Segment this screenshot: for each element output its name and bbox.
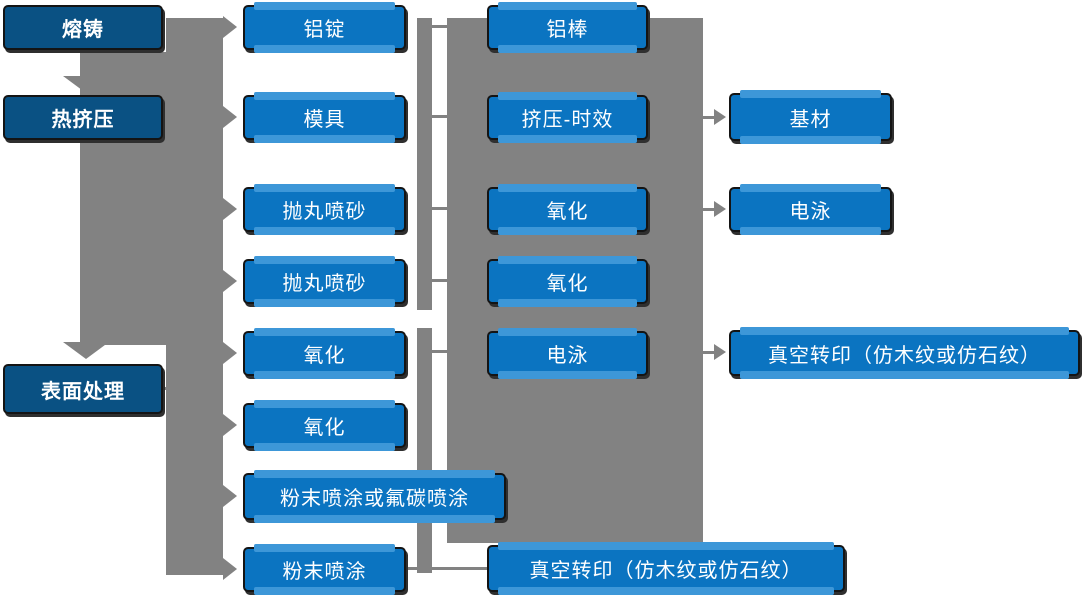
- node-vacuum-transfer-2: 真空转印（仿木纹或仿石纹）: [729, 327, 1080, 379]
- node-label: 真空转印（仿木纹或仿石纹）: [529, 560, 803, 582]
- node-label: 氧化: [303, 417, 346, 439]
- surface-treatment-connector-line: [163, 387, 179, 390]
- rail-link-row2: [432, 115, 449, 118]
- node-label: 铝锭: [303, 19, 346, 41]
- node-shot-blasting-2: 抛丸喷砂: [243, 256, 406, 307]
- arrow-to-shot-blasting-2: [223, 270, 237, 292]
- main-trunk-band: [166, 18, 223, 575]
- node-oxidation-2: 氧化: [243, 400, 406, 451]
- node-powder-coating: 粉末喷涂: [243, 544, 406, 595]
- node-label: 抛丸喷砂: [282, 273, 367, 295]
- node-label: 抛丸喷砂: [282, 201, 367, 223]
- node-powder-or-fluorocarbon-coating: 粉末喷涂或氟碳喷涂: [243, 470, 506, 523]
- rail-link-bottom-row: [406, 567, 488, 570]
- arrow-down-to-hot-extrusion: [63, 76, 109, 93]
- rail-link-row3: [432, 207, 449, 210]
- arrow-to-base-material: [714, 109, 726, 125]
- node-label: 氧化: [546, 201, 589, 223]
- arrow-to-powder-or-fluorocarbon: [223, 485, 237, 507]
- node-surface-treatment: 表面处理: [3, 364, 163, 414]
- node-oxidation-4: 氧化: [487, 256, 648, 307]
- node-aluminum-rod: 铝棒: [487, 2, 648, 53]
- arrow-to-mold: [223, 106, 237, 128]
- arrow-to-oxidation-2: [223, 414, 237, 436]
- line-to-vacuum-transfer-out: [702, 351, 714, 354]
- rail-link-row4: [432, 279, 449, 282]
- node-label: 氧化: [546, 273, 589, 295]
- node-hot-extrusion: 热挤压: [3, 95, 163, 140]
- node-label: 表面处理: [41, 380, 125, 403]
- node-electrophoresis-2: 电泳: [729, 184, 892, 235]
- node-label: 粉末喷涂或氟碳喷涂: [280, 488, 469, 510]
- node-base-material: 基材: [729, 90, 892, 144]
- arrow-to-shot-blasting-1: [223, 198, 237, 220]
- rail-link-row5: [432, 350, 449, 353]
- node-electrophoresis-1: 电泳: [487, 328, 648, 379]
- arrow-to-oxidation-1: [223, 342, 237, 364]
- arrow-to-vacuum-transfer-out: [714, 344, 726, 360]
- node-label: 氧化: [303, 345, 346, 367]
- arrow-to-electrophoresis-out: [714, 201, 726, 217]
- node-shot-blasting-1: 抛丸喷砂: [243, 184, 406, 235]
- node-label: 基材: [789, 108, 832, 131]
- mid-rail-lower: [417, 328, 432, 573]
- node-mold: 模具: [243, 92, 406, 143]
- node-label: 真空转印（仿木纹或仿石纹）: [768, 344, 1041, 367]
- arrow-to-aluminum-ingot: [223, 16, 237, 38]
- node-extrusion-aging: 挤压-时效: [487, 92, 648, 143]
- node-aluminum-ingot: 铝锭: [243, 2, 406, 53]
- node-label: 模具: [303, 109, 346, 131]
- node-label: 热挤压: [51, 109, 115, 131]
- node-label: 挤压-时效: [521, 109, 614, 131]
- node-label: 铝棒: [546, 19, 589, 41]
- arrow-down-to-surface-treatment: [63, 342, 109, 359]
- node-oxidation-3: 氧化: [487, 184, 648, 235]
- node-vacuum-transfer-1: 真空转印（仿木纹或仿石纹）: [487, 542, 845, 595]
- node-label: 电泳: [789, 201, 832, 223]
- rail-link-row1: [432, 25, 449, 28]
- node-melting-casting: 熔铸: [3, 5, 163, 50]
- line-to-base-material: [702, 116, 714, 119]
- node-label: 熔铸: [62, 19, 104, 41]
- node-label: 电泳: [546, 345, 589, 367]
- line-to-electrophoresis-out: [702, 208, 714, 211]
- node-oxidation-1: 氧化: [243, 328, 406, 379]
- mid-rail-upper: [417, 18, 432, 310]
- node-label: 粉末喷涂: [282, 561, 367, 583]
- arrow-to-powder-coating: [223, 558, 237, 580]
